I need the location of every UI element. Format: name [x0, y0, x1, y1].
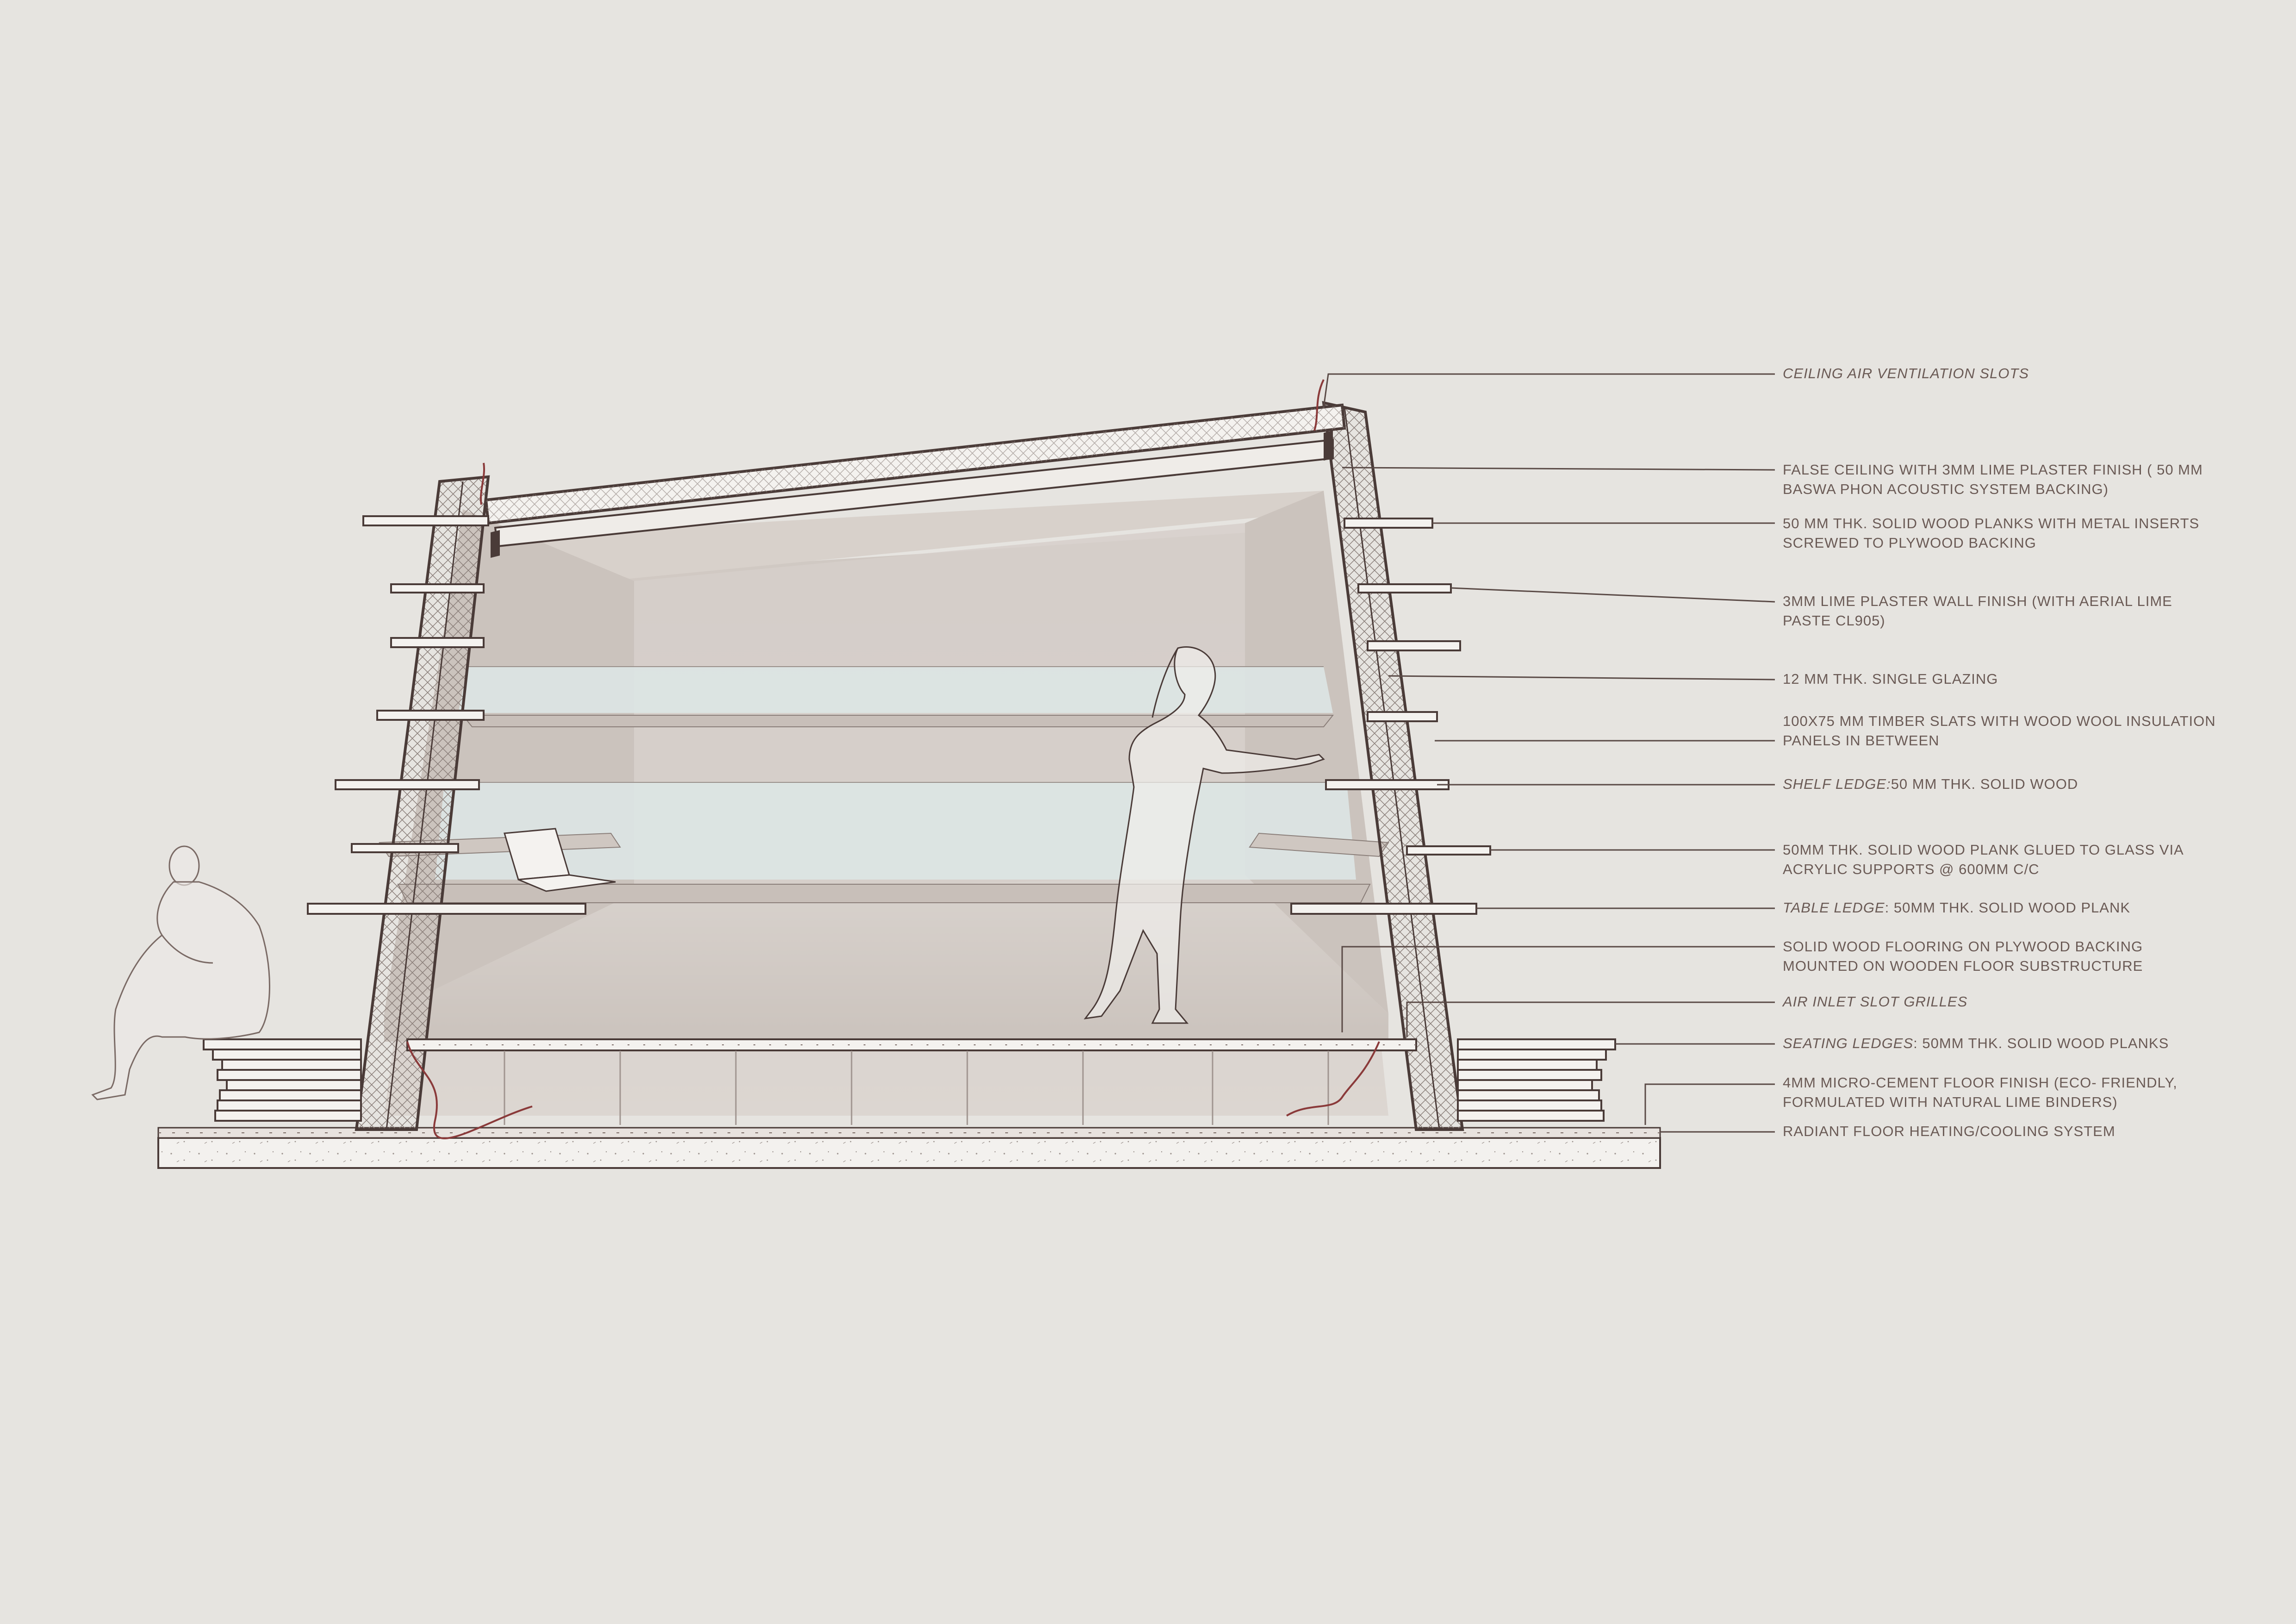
annotation-seating-ledges: SEATING LEDGES: 50MM THK. SOLID WOOD PLA…: [1783, 1034, 2169, 1053]
airflow-arrows: [406, 379, 1380, 1139]
roof-assembly: [484, 403, 1346, 558]
annotation-text: : 50MM THK. SOLID WOOD PLANKS: [1913, 1035, 2169, 1051]
annotation-text: 12 MM THK. SINGLE GLAZING: [1783, 671, 1998, 687]
annotation-wood-planks-metal: 50 MM THK. SOLID WOOD PLANKS WITH METAL …: [1783, 514, 2199, 553]
standing-person-figure: [1083, 646, 1325, 1024]
annotation-single-glazing: 12 MM THK. SINGLE GLAZING: [1783, 669, 1998, 689]
annotation-text: 4MM MICRO-CEMENT FLOOR FINISH (ECO- FRIE…: [1783, 1074, 2178, 1091]
annotation-text: : 50MM THK. SOLID WOOD PLANK: [1885, 899, 2131, 916]
annotation-text: FORMULATED WITH NATURAL LIME BINDERS): [1783, 1094, 2118, 1110]
seating-ledges: [203, 1038, 1616, 1122]
raised-floor: [406, 1038, 1417, 1125]
annotation-table-ledge: TABLE LEDGE: 50MM THK. SOLID WOOD PLANK: [1783, 898, 2130, 918]
annotation-micro-cement: 4MM MICRO-CEMENT FLOOR FINISH (ECO- FRIE…: [1783, 1073, 2178, 1112]
annotation-text: SHELF LEDGE:: [1783, 776, 1891, 792]
annotation-ceiling-vent: CEILING AIR VENTILATION SLOTS: [1783, 364, 2029, 383]
laptop-icon: [504, 828, 616, 892]
annotation-text: 50MM THK. SOLID WOOD PLANK GLUED TO GLAS…: [1783, 842, 2184, 858]
annotation-lime-plaster-wall: 3MM LIME PLASTER WALL FINISH (WITH AERIA…: [1783, 592, 2172, 631]
annotation-text: RADIANT FLOOR HEATING/COOLING SYSTEM: [1783, 1123, 2116, 1139]
annotation-text: ACRYLIC SUPPORTS @ 600MM C/C: [1783, 861, 2040, 877]
annotation-timber-slats: 100X75 MM TIMBER SLATS WITH WOOD WOOL IN…: [1783, 712, 2216, 750]
annotation-radiant-floor: RADIANT FLOOR HEATING/COOLING SYSTEM: [1783, 1122, 2116, 1141]
annotation-text: AIR INLET SLOT GRILLES: [1783, 993, 1968, 1010]
annotation-text: CEILING AIR VENTILATION SLOTS: [1783, 365, 2029, 381]
annotation-text: SOLID WOOD FLOORING ON PLYWOOD BACKING: [1783, 938, 2143, 955]
annotation-solid-wood-flooring: SOLID WOOD FLOORING ON PLYWOOD BACKING M…: [1783, 937, 2143, 976]
leader-lines: [1323, 373, 1775, 1133]
annotation-false-ceiling: FALSE CEILING WITH 3MM LIME PLASTER FINI…: [1783, 460, 2203, 499]
annotation-text: SCREWED TO PLYWOOD BACKING: [1783, 535, 2036, 551]
annotation-text: 3MM LIME PLASTER WALL FINISH (WITH AERIA…: [1783, 593, 2172, 609]
annotation-text: PASTE CL905): [1783, 612, 1885, 629]
annotation-text: PANELS IN BETWEEN: [1783, 732, 1940, 749]
left-external-shelves: [307, 515, 586, 915]
ground-slab: [157, 1127, 1661, 1169]
annotation-shelf-ledge: SHELF LEDGE:50 MM THK. SOLID WOOD: [1783, 775, 2078, 794]
annotation-text: TABLE LEDGE: [1783, 899, 1885, 916]
annotation-text: BASWA PHON ACOUSTIC SYSTEM BACKING): [1783, 481, 2109, 497]
seated-person-figure: [91, 845, 270, 1100]
annotation-air-inlet: AIR INLET SLOT GRILLES: [1783, 992, 1967, 1012]
annotation-text: MOUNTED ON WOODEN FLOOR SUBSTRUCTURE: [1783, 958, 2143, 974]
annotation-text: SEATING LEDGES: [1783, 1035, 1914, 1051]
annotation-text: 50 MM THK. SOLID WOOD PLANKS WITH METAL …: [1783, 515, 2200, 531]
annotation-text: FALSE CEILING WITH 3MM LIME PLASTER FINI…: [1783, 462, 2203, 478]
annotation-text: 100X75 MM TIMBER SLATS WITH WOOD WOOL IN…: [1783, 713, 2216, 729]
annotation-text: 50 MM THK. SOLID WOOD: [1891, 776, 2078, 792]
annotation-plank-glued-glass: 50MM THK. SOLID WOOD PLANK GLUED TO GLAS…: [1783, 840, 2184, 879]
